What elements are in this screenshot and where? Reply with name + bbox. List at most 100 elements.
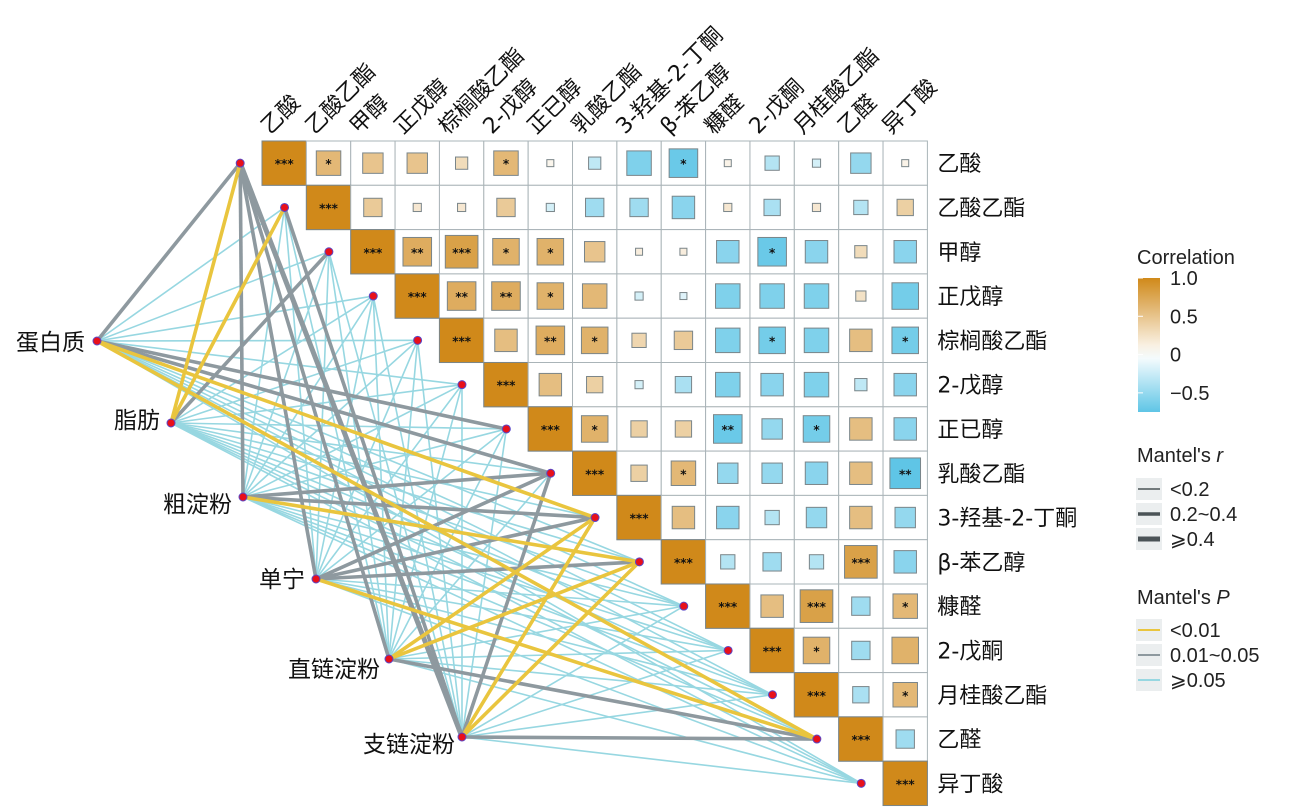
mantel-link (96, 339, 818, 741)
mantel-link (96, 340, 729, 652)
correlation-square (803, 283, 830, 309)
row-label: 异丁酸 (937, 772, 1003, 797)
correlation-square (492, 237, 520, 266)
correlation-square (634, 291, 644, 301)
env-node (384, 654, 394, 664)
significance-label: * (902, 689, 909, 703)
correlation-square (849, 461, 873, 485)
mantel-link (170, 422, 818, 740)
colorbar (1138, 278, 1160, 412)
correlation-square (491, 281, 521, 311)
mantel-link (460, 472, 553, 738)
target-node (368, 291, 378, 301)
column-label: 异丁酸 (878, 75, 942, 139)
correlation-square (438, 317, 485, 364)
env-node (238, 492, 248, 502)
correlation-square (402, 236, 433, 267)
correlation-square (853, 199, 869, 216)
correlation-square (305, 184, 352, 231)
correlation-square (802, 415, 831, 443)
correlation-square (581, 283, 608, 309)
significance-label: *** (452, 334, 472, 348)
mantel-link (242, 339, 419, 498)
correlation-square (454, 156, 469, 170)
correlation-square (804, 461, 829, 485)
correlation-square (580, 326, 609, 355)
mantel-link (170, 422, 773, 696)
significance-label: * (547, 246, 554, 260)
correlation-square (715, 327, 741, 354)
correlation-square (634, 380, 644, 390)
correlation-square (723, 159, 732, 168)
mantel-link (460, 516, 597, 738)
correlation-square (849, 328, 873, 353)
significance-label: * (503, 246, 510, 260)
correlation-square (363, 197, 383, 218)
mantel-link (315, 428, 507, 580)
mantel-link (387, 516, 597, 661)
correlation-square (851, 640, 871, 661)
colorbar-tick-label: 1.0 (1170, 268, 1198, 290)
significance-label: * (547, 290, 554, 304)
correlation-square (851, 596, 871, 616)
mantel-link (388, 340, 419, 660)
correlation-square (891, 636, 919, 665)
mantel-link (388, 657, 818, 741)
target-node (280, 202, 290, 212)
mantel-r-label: ⩾0.4 (1170, 529, 1215, 551)
significance-label: ** (721, 423, 734, 437)
correlation-square (631, 332, 647, 348)
significance-label: *** (363, 246, 383, 260)
significance-label: * (813, 644, 820, 658)
correlation-square (895, 729, 915, 749)
mantel-link (461, 693, 773, 738)
target-node (413, 335, 423, 345)
correlation-square (894, 506, 916, 529)
target-node (723, 645, 733, 655)
env-label: 直链淀粉 (288, 657, 380, 683)
correlation-square (891, 282, 919, 310)
correlation-square (394, 273, 440, 319)
correlation-square (716, 505, 740, 530)
correlation-square (893, 550, 917, 574)
correlation-square (761, 418, 783, 440)
correlation-square (536, 282, 565, 310)
correlation-square (811, 158, 822, 168)
correlation-square (538, 372, 563, 397)
mantel-link (461, 736, 862, 785)
correlation-square (849, 505, 873, 530)
correlation-square (716, 240, 740, 264)
significance-label: *** (807, 689, 827, 703)
target-node (590, 513, 600, 523)
correlation-square (674, 375, 693, 394)
significance-label: *** (319, 201, 339, 215)
correlation-square (671, 505, 696, 530)
row-label: 糠醛 (937, 595, 981, 620)
correlation-square (350, 229, 396, 275)
correlation-square (838, 716, 884, 762)
significance-label: * (813, 423, 820, 437)
mantel-link (388, 658, 773, 696)
correlation-square (793, 672, 840, 718)
correlation-square (626, 150, 652, 176)
colorbar-tick-label: 0 (1170, 345, 1181, 367)
correlation-square (674, 420, 693, 438)
correlation-square (893, 372, 917, 397)
significance-label: * (592, 423, 599, 437)
env-label: 支链淀粉 (363, 732, 455, 758)
target-node (812, 734, 822, 744)
env-node (457, 732, 467, 742)
significance-label: ** (500, 290, 513, 304)
correlation-square (585, 197, 605, 218)
correlation-square (496, 197, 516, 218)
correlation-square (760, 594, 784, 618)
mantel-link (96, 339, 418, 342)
target-node (546, 468, 556, 478)
correlation-square (802, 636, 831, 665)
correlation-square (444, 234, 479, 269)
correlation-square (546, 159, 555, 168)
mantel-r-legend-title: Mantel's r (1137, 445, 1224, 467)
correlation-square (588, 156, 602, 170)
